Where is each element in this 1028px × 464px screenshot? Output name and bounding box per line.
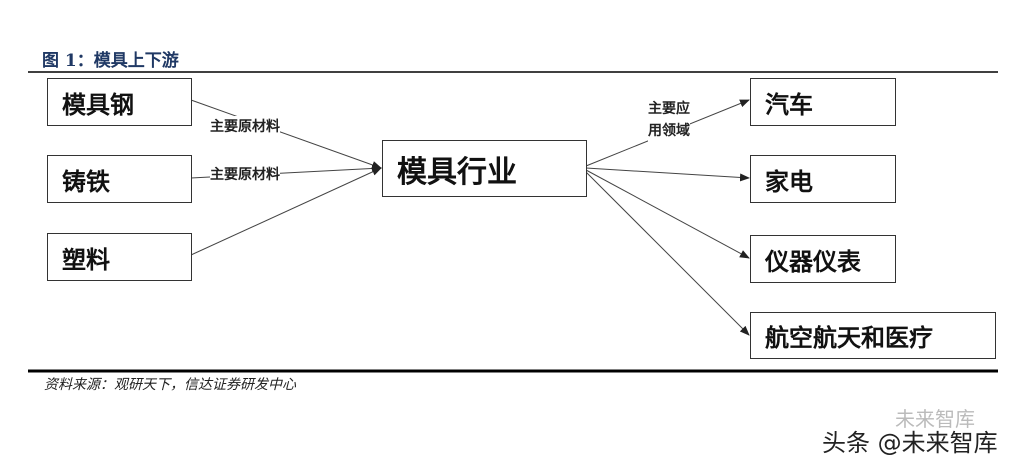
edge-plastic [190, 167, 382, 256]
source-note: 资料来源：观研天下，信达证券研发中心 [44, 377, 296, 393]
node-cast-iron: 铸铁 [47, 155, 192, 203]
edge-appliance [585, 167, 750, 182]
node-plastic: 塑料 [47, 233, 192, 281]
edge-label-raw-material: 主要原材料 [210, 164, 280, 186]
wechat-watermark: 未来智库 [895, 407, 975, 431]
figure-title: 图 1：模具上下游 [42, 51, 179, 71]
edge-steel [190, 99, 382, 169]
edge-label-line: 主要应 [648, 101, 690, 117]
node-instrument: 仪器仪表 [750, 235, 896, 283]
node-appliance: 家电 [750, 155, 896, 203]
node-aerospace-medical: 航空航天和医疗 [750, 312, 996, 359]
edge-label-application: 主要应 用领域 [648, 98, 690, 142]
node-mold-steel: 模具钢 [47, 78, 192, 126]
edge-instrument [585, 169, 750, 259]
node-mold-industry: 模具行业 [382, 140, 587, 197]
edge-label-line: 用领域 [648, 123, 690, 139]
edge-label-raw-material: 主要原材料 [210, 116, 280, 138]
toutiao-watermark: 头条 @未来智库 [822, 429, 998, 457]
node-auto: 汽车 [750, 78, 896, 126]
edge-aerospace [585, 171, 750, 336]
